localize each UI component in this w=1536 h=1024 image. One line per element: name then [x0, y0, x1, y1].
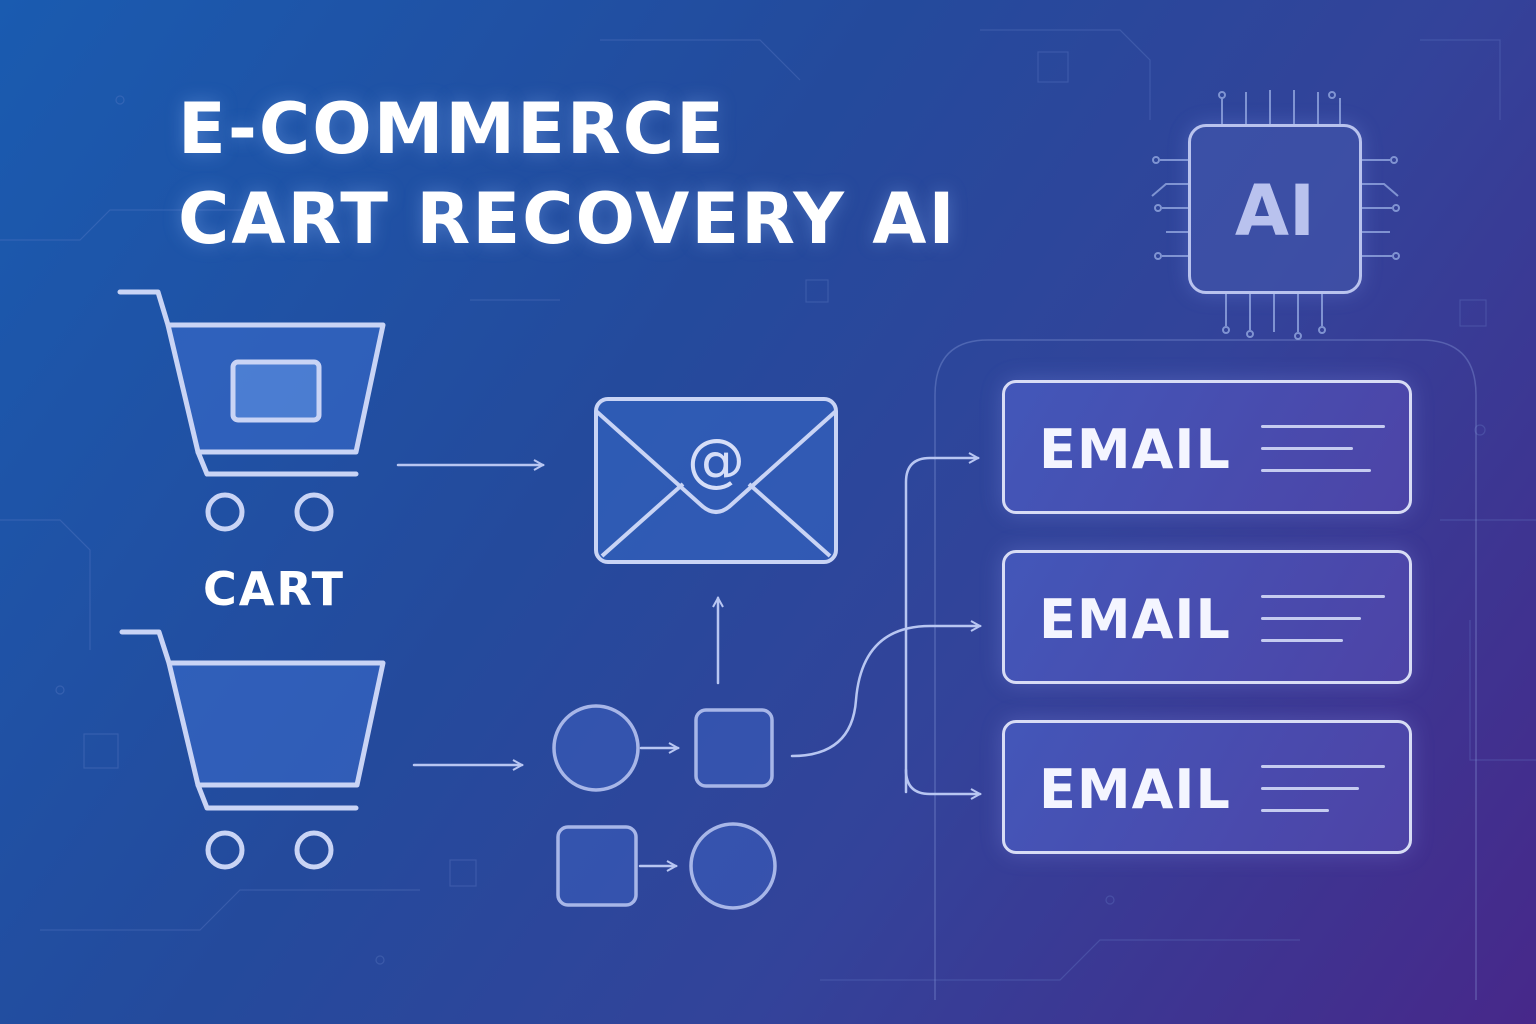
ai-chip-icon: AI [1188, 124, 1362, 294]
shopping-cart-icon [117, 289, 386, 532]
ai-chip-label: AI [1234, 170, 1316, 252]
title-line-2: CART RECOVERY AI [178, 178, 957, 260]
shopping-cart-icon-2 [119, 629, 386, 870]
arrow-to-email-1 [904, 458, 978, 794]
flow-node-circle-1 [552, 704, 640, 792]
email-card-3: EMAIL [1002, 720, 1412, 854]
arrow-to-email-2 [790, 626, 980, 758]
at-symbol: @ [687, 426, 745, 494]
ai-chip-pins [1151, 90, 1400, 340]
arrow-to-email-3 [904, 768, 980, 794]
email-card-1: EMAIL [1002, 380, 1412, 514]
email-card-2: EMAIL [1002, 550, 1412, 684]
text-lines-icon [1261, 765, 1385, 815]
flow-node-square-2 [556, 825, 638, 907]
envelope-icon [594, 397, 838, 564]
email-card-label: EMAIL [1039, 418, 1231, 481]
page-title: E-COMMERCE CART RECOVERY AI [178, 84, 958, 264]
email-group-frame [934, 339, 1477, 1000]
cart-label: CART [202, 562, 346, 616]
text-lines-icon [1261, 425, 1385, 475]
email-card-label: EMAIL [1039, 758, 1231, 821]
flow-arrows [396, 458, 980, 866]
email-card-label: EMAIL [1039, 588, 1231, 651]
flow-node-square-1 [694, 708, 774, 788]
flow-node-circle-2 [689, 822, 777, 910]
circuit-background [0, 29, 1536, 981]
text-lines-icon [1261, 595, 1385, 645]
flow-nodes [552, 704, 777, 910]
title-line-1: E-COMMERCE [178, 88, 726, 170]
